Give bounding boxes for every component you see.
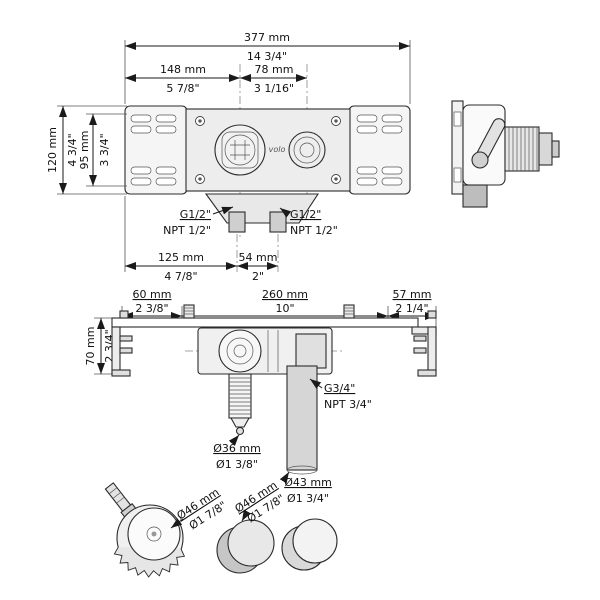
plan-cartridge-outer <box>218 329 262 373</box>
side-cartridge-stem <box>551 140 560 158</box>
dim-78-inch: 3 1/16" <box>254 82 294 95</box>
plan-outlet-block <box>295 333 327 369</box>
dim-60-inch: 2 3/8" <box>135 302 168 315</box>
outlet-thread-callout: G3/4" NPT 3/4" <box>309 378 372 411</box>
bracket-slots <box>130 114 403 186</box>
dim-377-mm: 377 mm <box>244 31 290 44</box>
dim-148-mm: 148 mm <box>160 63 206 76</box>
plug-cylinder-2 <box>281 518 338 571</box>
plan-cartridge-inner <box>233 344 247 358</box>
thread-outlet-metric: G3/4" <box>324 382 355 395</box>
dim-78-mm: 78 mm <box>255 63 294 76</box>
dim-57-mm: 57 mm <box>393 288 432 301</box>
outlet-pipe <box>286 365 318 475</box>
side-cartridge-ribs <box>508 127 538 171</box>
dia-36-inch: Ø1 3/8" <box>216 458 258 471</box>
thread-right-metric: G1/2" <box>290 208 321 221</box>
port-outer <box>288 131 326 169</box>
dim-54-inch: 2" <box>252 270 264 283</box>
dim-95-inch: 3 3/4" <box>98 133 111 166</box>
dim-377-inch: 14 3/4" <box>247 50 287 63</box>
dim-inner-height: 95 mm 3 3/4" <box>78 113 127 187</box>
hole-saw-shank <box>104 482 138 519</box>
dim-inlet-spacing: 54 mm 2" <box>237 251 278 283</box>
plate-tab-right <box>427 310 437 319</box>
dim-125-inch: 4 7/8" <box>164 270 197 283</box>
dim-120-inch: 4 3/4" <box>66 133 79 166</box>
dim-bracket-span: 260 mm 10" <box>182 288 389 324</box>
pipe-diameter-callout: Ø43 mm Ø1 3/4" <box>279 471 332 505</box>
plan-view: 60 mm 2 3/8" 260 mm 10" 57 mm 2 1/4" 70 … <box>84 288 437 505</box>
port-mid <box>293 136 321 164</box>
side-outlet-block <box>462 184 488 208</box>
dim-260-mm: 260 mm <box>262 288 308 301</box>
wall-plate <box>111 304 437 328</box>
thread-callout-left: G1/2" NPT 1/2" <box>163 206 234 237</box>
thread-outlet-us: NPT 3/4" <box>324 398 372 411</box>
hole-saw <box>104 482 186 578</box>
cartridge-outer <box>214 124 266 176</box>
brand-logo-text: volo <box>269 145 286 154</box>
dim-60-mm: 60 mm <box>133 288 172 301</box>
plate-screw-left <box>183 304 195 319</box>
thread-right-us: NPT 1/2" <box>290 224 338 237</box>
plate-screw-right <box>343 304 355 319</box>
dia-43-mm: Ø43 mm <box>284 476 332 489</box>
hole-saw-pilot <box>146 526 162 542</box>
plate-tab-left <box>119 310 129 319</box>
dim-overall-width: 377 mm 14 3/4" <box>124 31 411 104</box>
plan-cartridge-mid <box>226 337 254 365</box>
plan-valve-body <box>185 327 345 475</box>
dim-120-mm: 120 mm <box>46 127 59 173</box>
dim-125-mm: 125 mm <box>158 251 204 264</box>
dim-port-spacing: 78 mm 3 1/16" <box>240 63 307 95</box>
dim-left-offset: 60 mm 2 3/8" <box>121 288 183 324</box>
dim-54-mm: 54 mm <box>239 251 278 264</box>
dim-overall-height: 120 mm 4 3/4" <box>46 105 127 195</box>
side-cartridge <box>504 126 540 172</box>
cartridge-square <box>221 131 259 169</box>
dia-43-inch: Ø1 3/4" <box>287 492 329 505</box>
plug-cylinder-1 <box>216 519 275 574</box>
dia-36-mm: Ø36 mm <box>213 442 261 455</box>
bracket-screws <box>195 116 341 184</box>
mounting-bracket <box>124 105 411 195</box>
dim-148-inch: 5 7/8" <box>166 82 199 95</box>
side-handle-pivot <box>471 151 489 169</box>
inlet-stub-right <box>269 211 287 233</box>
front-view: volo 377 mm 14 3/4" 148 mm 5 7/8" 78 mm … <box>46 31 411 283</box>
cartridge-spline <box>230 140 250 160</box>
dim-depth: 70 mm 2 3/4" <box>84 317 116 375</box>
inlet-stub-left <box>228 211 246 233</box>
side-view <box>451 100 560 208</box>
angle-bracket-left <box>111 326 133 377</box>
dim-70-mm: 70 mm <box>84 327 97 366</box>
dim-57-inch: 2 1/4" <box>395 302 428 315</box>
dim-95-mm: 95 mm <box>78 131 91 170</box>
dim-right-offset: 57 mm 2 1/4" <box>388 288 437 330</box>
side-cartridge-cap <box>538 132 553 166</box>
thread-left-us: NPT 1/2" <box>163 224 211 237</box>
dim-left-to-inlet: 125 mm 4 7/8" <box>124 196 237 283</box>
angle-bracket-right <box>411 326 437 377</box>
thread-left-metric: G1/2" <box>180 208 211 221</box>
cartridge-inner <box>224 134 256 166</box>
thread-callout-right: G1/2" NPT 1/2" <box>279 207 338 237</box>
plate-bar <box>111 317 419 328</box>
plug-diameter-callout: Ø46 mm Ø1 7/8" <box>233 479 287 526</box>
stub-diameter-callout: Ø36 mm Ø1 3/8" <box>213 434 261 471</box>
port-inner <box>299 142 315 158</box>
threaded-stub <box>228 373 252 436</box>
hole-saw-pilot-tip <box>151 531 157 537</box>
dim-260-inch: 10" <box>275 302 294 315</box>
dim-left-to-cartridge: 148 mm 5 7/8" <box>125 63 240 95</box>
